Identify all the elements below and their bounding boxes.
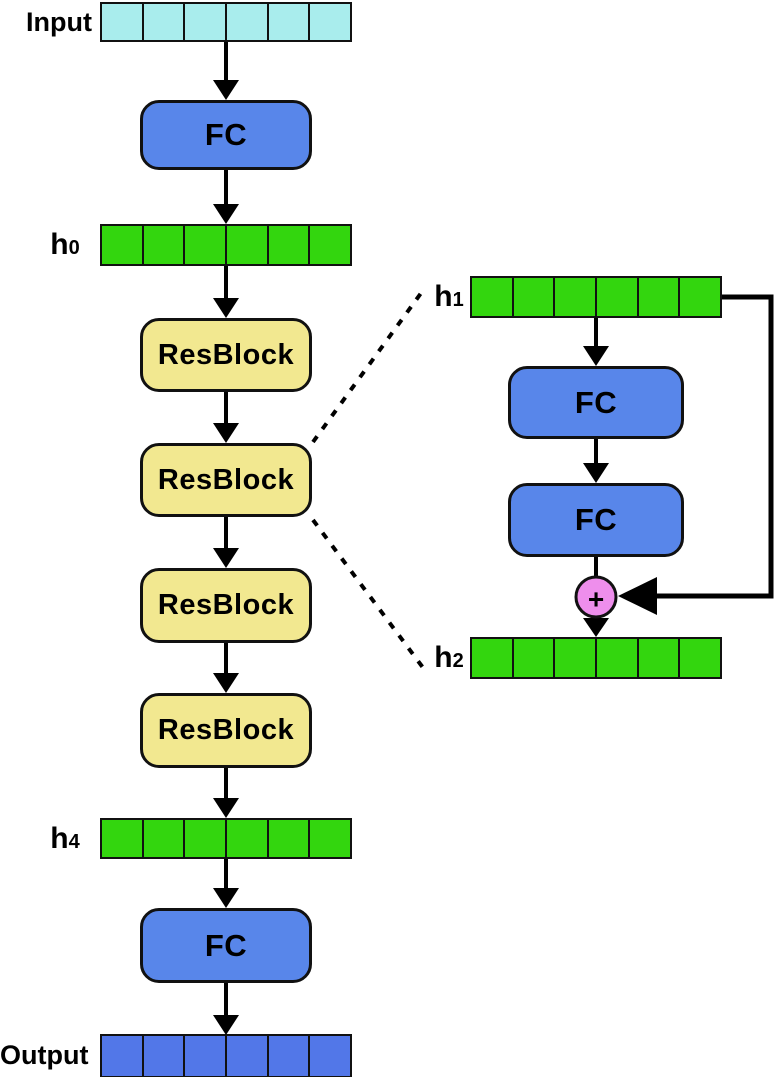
bar-cell bbox=[185, 4, 228, 40]
flow-arrow-resblock4-h4 bbox=[213, 768, 239, 818]
resblock-1: ResBlock bbox=[140, 318, 312, 392]
bar-cell bbox=[144, 226, 186, 264]
flow-arrow-fc-h0 bbox=[213, 170, 239, 224]
bar-cell bbox=[310, 226, 350, 264]
dashed-connector-top bbox=[311, 287, 426, 444]
fc-block-top: FC bbox=[140, 100, 312, 170]
bar-cell bbox=[680, 278, 720, 316]
bar-cell bbox=[555, 278, 598, 316]
bar-cell bbox=[639, 278, 681, 316]
bar-cell bbox=[102, 226, 144, 264]
bar-cell bbox=[310, 4, 350, 40]
resblock-1-label: ResBlock bbox=[157, 338, 295, 371]
resblock-4: ResBlock bbox=[140, 693, 312, 768]
bar-cell bbox=[227, 4, 269, 40]
bar-cell bbox=[227, 226, 269, 264]
sum-node: + bbox=[574, 575, 618, 619]
bar-cell bbox=[185, 820, 228, 857]
output-bar bbox=[100, 1034, 352, 1077]
bar-cell bbox=[269, 4, 311, 40]
fc-block-bottom-label: FC bbox=[204, 927, 248, 963]
fc-block-detail-1-label: FC bbox=[574, 384, 618, 420]
bar-cell bbox=[102, 1036, 144, 1076]
bar-cell bbox=[269, 226, 311, 264]
bar-cell bbox=[310, 1036, 350, 1076]
flow-arrow-resblock3-resblock4 bbox=[213, 643, 239, 693]
resblock-2: ResBlock bbox=[140, 443, 312, 517]
h0-bar bbox=[100, 224, 352, 266]
output-label: Output bbox=[0, 1039, 89, 1070]
flow-arrow-fc-output bbox=[213, 983, 239, 1035]
bar-cell bbox=[227, 820, 269, 857]
bar-cell bbox=[185, 226, 228, 264]
fc-block-detail-2-label: FC bbox=[574, 502, 618, 537]
bar-cell bbox=[102, 4, 144, 40]
bar-cell bbox=[514, 278, 556, 316]
fc-block-bottom: FC bbox=[140, 908, 312, 983]
resblock-2-label: ResBlock bbox=[157, 463, 295, 496]
bar-cell bbox=[227, 1036, 269, 1076]
flow-arrow-input-fc bbox=[213, 42, 239, 100]
fc-block-detail-1: FC bbox=[508, 366, 684, 439]
bar-cell bbox=[472, 278, 514, 316]
bar-cell bbox=[144, 820, 186, 857]
fc-block-top-label: FC bbox=[204, 117, 248, 152]
bar-cell bbox=[185, 1036, 228, 1076]
flow-arrow-resblock1-resblock2 bbox=[213, 392, 239, 443]
input-bar bbox=[100, 2, 352, 42]
skip-connection-line bbox=[618, 294, 774, 615]
flow-arrow-h0-resblock1 bbox=[213, 266, 239, 318]
dashed-connector-bottom bbox=[311, 518, 426, 671]
input-label: Input bbox=[26, 6, 92, 37]
h2-bar bbox=[470, 637, 722, 679]
h4-bar bbox=[100, 818, 352, 859]
flow-arrow-h1-fc1 bbox=[583, 318, 609, 366]
bar-cell bbox=[680, 639, 720, 677]
flow-arrow-resblock2-resblock3 bbox=[213, 517, 239, 568]
bar-cell bbox=[514, 639, 556, 677]
bar-cell bbox=[310, 820, 350, 857]
bar-cell bbox=[102, 820, 144, 857]
bar-cell bbox=[269, 820, 311, 857]
sum-node-label: + bbox=[588, 584, 604, 615]
resblock-4-label: ResBlock bbox=[157, 714, 295, 746]
flow-arrow-fc1-fc2 bbox=[583, 439, 609, 483]
bar-cell bbox=[472, 639, 514, 677]
flow-arrow-h4-fc bbox=[213, 859, 239, 908]
bar-cell bbox=[597, 639, 639, 677]
bar-cell bbox=[144, 1036, 186, 1076]
bar-cell bbox=[597, 278, 639, 316]
bar-cell bbox=[639, 639, 681, 677]
h1-bar bbox=[470, 276, 722, 318]
flow-arrow-sum-h2 bbox=[583, 617, 609, 637]
bar-cell bbox=[269, 1036, 311, 1076]
resblock-3: ResBlock bbox=[140, 568, 312, 643]
resblock-3-label: ResBlock bbox=[157, 589, 295, 621]
fc-block-detail-2: FC bbox=[508, 483, 684, 557]
bar-cell bbox=[555, 639, 598, 677]
bar-cell bbox=[144, 4, 186, 40]
